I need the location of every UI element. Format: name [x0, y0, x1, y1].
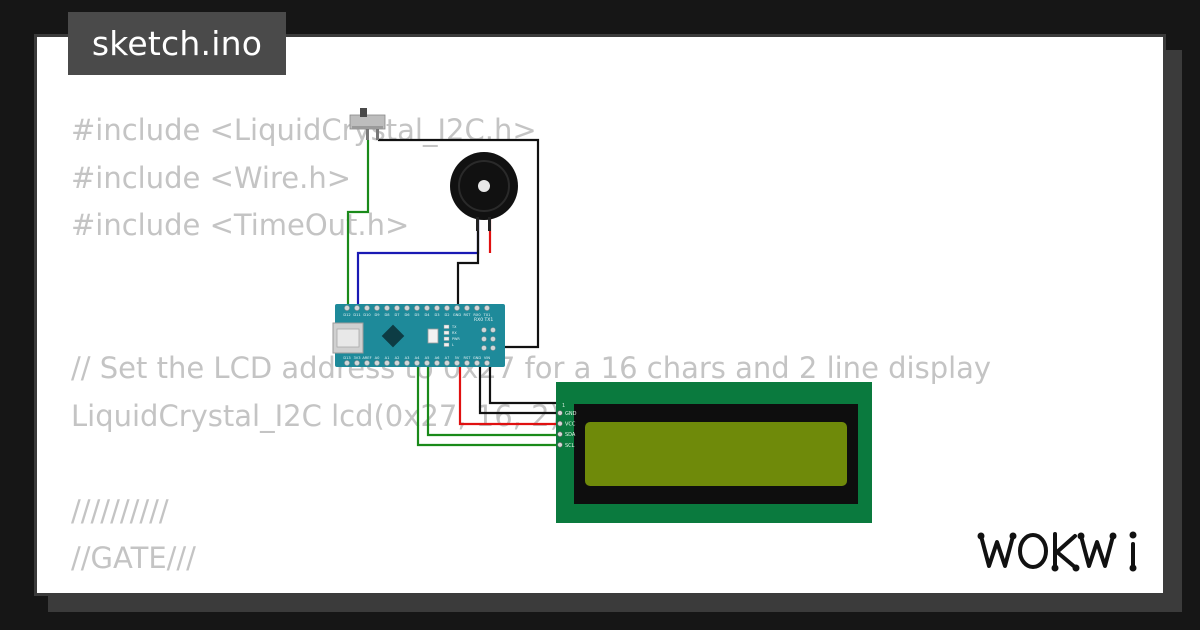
wokwi-logo: WOKWI: [977, 531, 1137, 572]
code-listing: #include <LiquidCrystal_I2C.h> #include <…: [71, 107, 992, 593]
code-line: //GATE///: [71, 541, 196, 576]
filename-tab[interactable]: sketch.ino: [68, 12, 286, 75]
code-line: [71, 297, 991, 345]
code-line: // Set the LCD address to 0x27 for a 16 …: [71, 350, 992, 385]
code-line: [71, 250, 991, 298]
code-line: #include <TimeOut.h>: [71, 208, 410, 243]
code-line: #include <LiquidCrystal_I2C.h>: [71, 113, 537, 147]
code-line: LiquidCrystal_I2C lcd(0x27, 16, 2);: [71, 398, 571, 433]
code-line: //////////: [71, 493, 169, 528]
code-line: /////////: [71, 583, 991, 593]
editor-card: #include <LiquidCrystal_I2C.h> #include <…: [34, 34, 1166, 596]
code-line: [71, 440, 991, 488]
code-line: #include <Wire.h>: [71, 160, 352, 195]
